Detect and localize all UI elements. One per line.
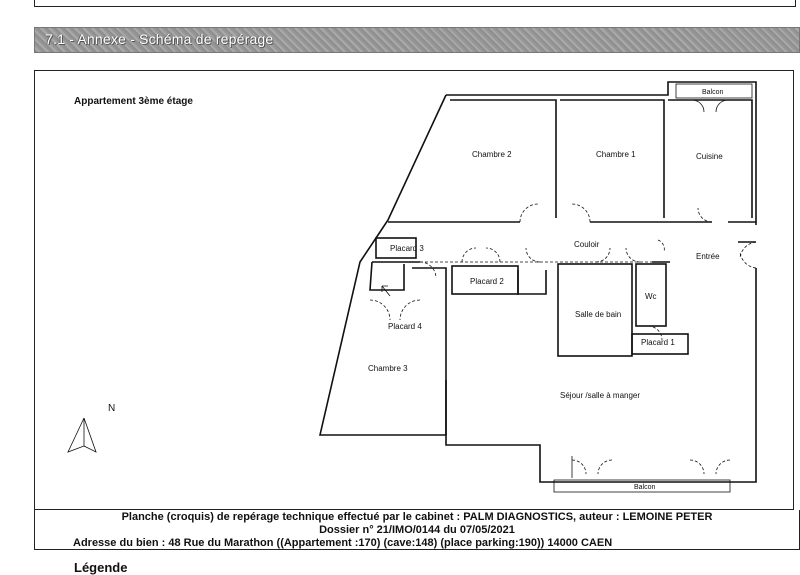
placard-2 bbox=[451, 265, 547, 295]
caption-line-2: Dossier n° 21/IMO/0144 du 07/05/2021 bbox=[319, 524, 515, 536]
room-chambre-2: Chambre 2 bbox=[472, 150, 512, 159]
corridor-walls bbox=[372, 221, 756, 263]
previous-page-frame bbox=[34, 0, 796, 7]
balcony-bottom bbox=[553, 456, 731, 493]
room-cuisine: Cuisine bbox=[696, 152, 723, 161]
room-sejour: Séjour /salle à manger bbox=[560, 391, 640, 400]
plan-caption: Planche (croquis) de repérage technique … bbox=[34, 510, 800, 550]
room-balcon-bottom: Balcon bbox=[634, 484, 656, 491]
plan-frame bbox=[34, 70, 794, 510]
room-wc: Wc bbox=[645, 292, 657, 301]
section-title: 7.1 - Annexe - Schéma de repérage bbox=[45, 31, 274, 47]
room-salle-de-bain: Salle de bain bbox=[575, 310, 621, 319]
chambre-3-walls bbox=[369, 261, 447, 435]
placard-4-arrow-icon bbox=[381, 285, 391, 297]
bathroom-block bbox=[557, 239, 689, 357]
north-label: N bbox=[108, 403, 115, 414]
caption-line-1: Planche (croquis) de repérage technique … bbox=[121, 511, 713, 523]
north-arrow-icon: N bbox=[67, 403, 115, 453]
room-chambre-3: Chambre 3 bbox=[368, 364, 408, 373]
room-chambre-1: Chambre 1 bbox=[596, 150, 636, 159]
placard-3 bbox=[375, 237, 417, 259]
outer-walls bbox=[318, 81, 757, 483]
section-header: 7.1 - Annexe - Schéma de repérage bbox=[34, 27, 800, 53]
plan-title: Appartement 3ème étage bbox=[74, 96, 193, 107]
room-placard-2: Placard 2 bbox=[470, 277, 504, 286]
room-placard-3: Placard 3 bbox=[390, 244, 424, 253]
door-arcs bbox=[419, 203, 757, 279]
room-entree: Entrée bbox=[696, 252, 720, 261]
legend-title: Légende bbox=[74, 560, 128, 575]
room-balcon-top: Balcon bbox=[702, 89, 724, 96]
caption-line-3: Adresse du bien : 48 Rue du Marathon ((A… bbox=[73, 537, 613, 549]
room-placard-1: Placard 1 bbox=[641, 338, 675, 347]
room-couloir: Couloir bbox=[574, 240, 600, 249]
room-placard-4: Placard 4 bbox=[388, 322, 422, 331]
balcony-top bbox=[675, 83, 753, 113]
